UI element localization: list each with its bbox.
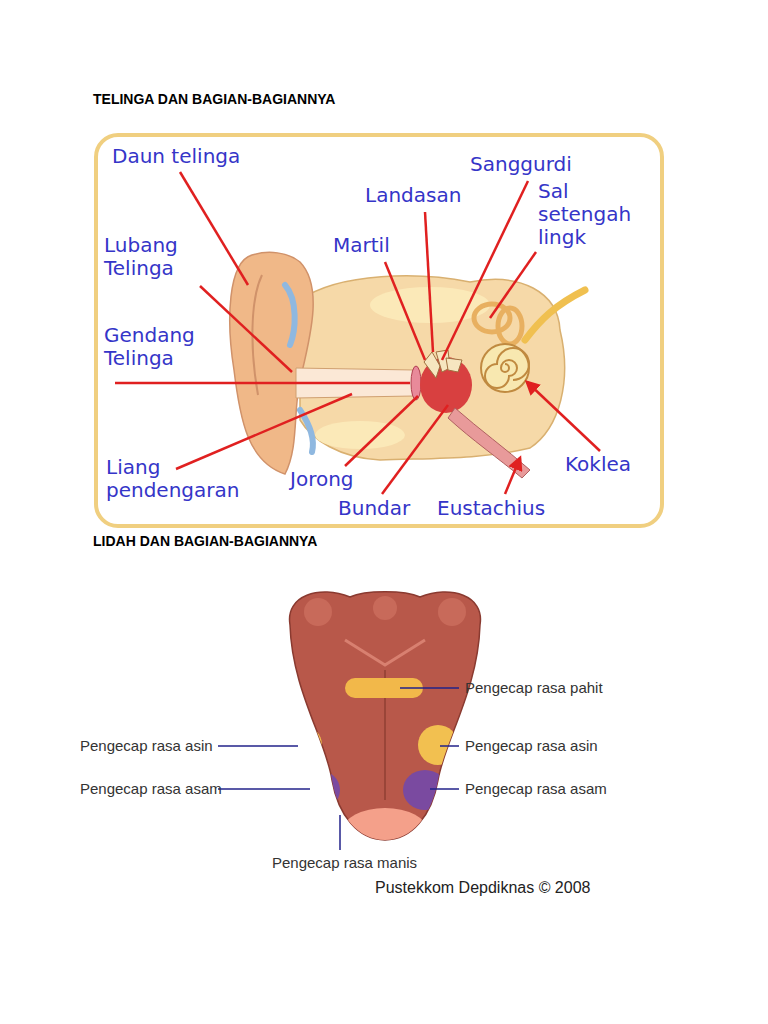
cochlea-spiral <box>485 348 529 388</box>
semicircular-canal <box>498 308 522 344</box>
section-heading: LIDAH DAN BAGIAN-BAGIANNYA <box>93 533 317 550</box>
eardrum <box>411 366 421 400</box>
taste-label: Pengecap rasa asin <box>80 737 213 755</box>
part-label: Liang pendengaran <box>106 456 271 502</box>
taste-label: Pengecap rasa manis <box>272 854 417 872</box>
taste-label: Pengecap rasa asam <box>465 780 607 798</box>
part-label: Eustachius <box>437 497 545 520</box>
ear-frame <box>96 135 662 526</box>
auditory-nerve <box>525 290 585 340</box>
part-label: Gendang Telinga <box>104 324 222 370</box>
cartilage <box>285 285 295 345</box>
part-label: Daun telinga <box>112 145 240 168</box>
taste-label: Pengecap rasa asam <box>80 780 222 798</box>
part-label: Lubang Telinga <box>104 234 216 280</box>
part-label: Landasan <box>365 184 461 207</box>
bone-texture <box>315 421 405 449</box>
copyright-note: Pustekkom Depdiknas © 2008 <box>375 878 590 897</box>
taste-label: Pengecap rasa pahit <box>465 679 603 697</box>
ossicles <box>446 358 462 372</box>
part-label: Bundar <box>338 497 410 520</box>
taste-zones <box>282 596 466 852</box>
section-heading: TELINGA DAN BAGIAN-BAGIANNYA <box>93 91 335 108</box>
taste-label: Pengecap rasa asin <box>465 737 598 755</box>
part-label: Jorong <box>290 468 354 491</box>
part-label: Martil <box>333 234 390 257</box>
temporal-bone <box>300 276 565 460</box>
cochlea <box>481 344 529 392</box>
part-label: Sanggurdi <box>470 153 572 176</box>
eustachian-tube <box>448 408 530 478</box>
tongue-leader-lines <box>218 688 459 850</box>
tongue <box>290 592 481 840</box>
part-label: Sal setengah lingk <box>538 180 656 249</box>
part-label: Koklea <box>565 453 631 476</box>
